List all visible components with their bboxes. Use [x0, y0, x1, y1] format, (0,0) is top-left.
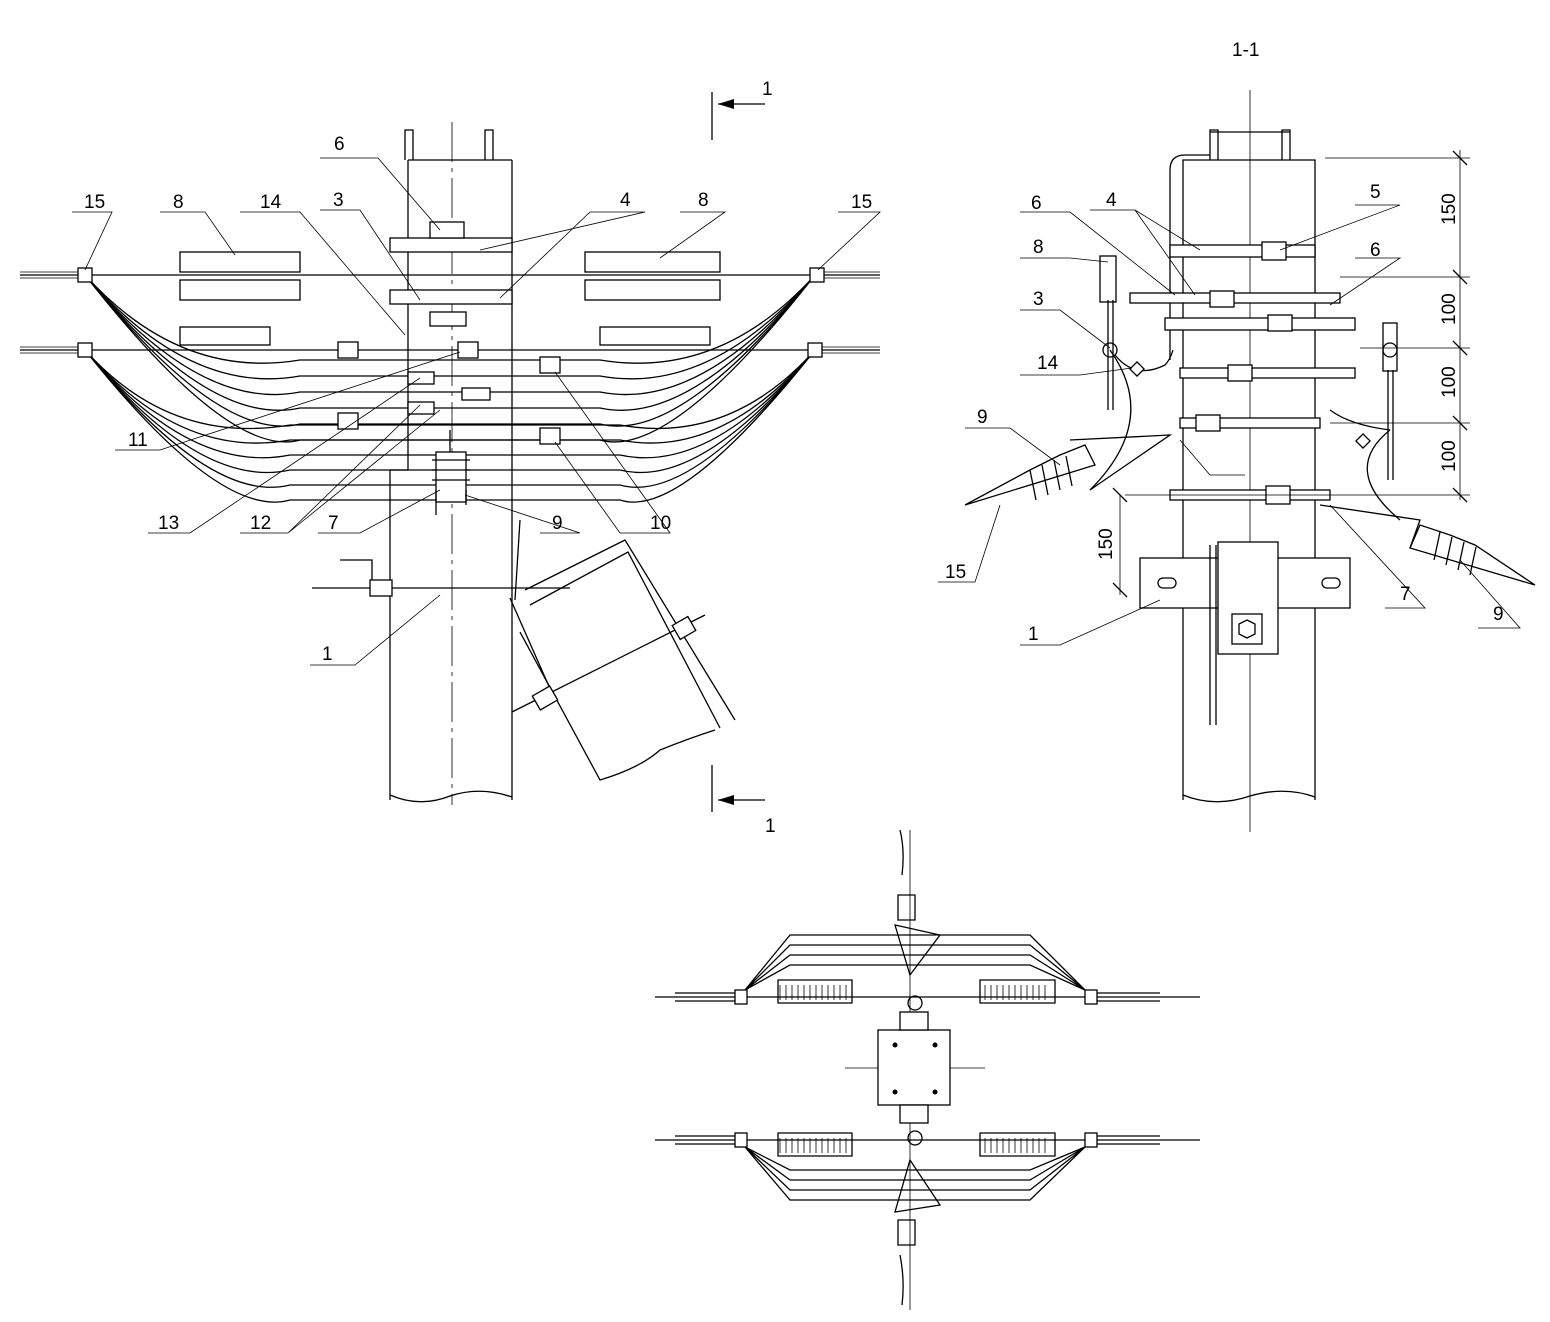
callout-8: 8 [1033, 237, 1044, 258]
dimension-100-2: 100 [1439, 366, 1460, 398]
callout-15: 15 [945, 562, 966, 583]
front-view: 1 1 [20, 79, 882, 837]
dimension-150-bottom: 150 [1096, 528, 1117, 560]
callout-15-left: 15 [84, 192, 105, 213]
callout-7: 7 [1400, 584, 1411, 605]
cable-bundle-upper [84, 274, 816, 427]
section-marks: 1 1 [711, 79, 776, 837]
section-mark-top: 1 [762, 79, 773, 100]
dimension-100-3: 100 [1439, 440, 1460, 472]
callout-9: 9 [552, 513, 563, 534]
callout-6-left: 6 [1031, 193, 1042, 214]
section-insulators-9 [964, 434, 1536, 586]
section-bands [1129, 241, 1356, 505]
callout-13: 13 [158, 513, 179, 534]
bracket-1 [312, 519, 570, 701]
dimension-100-1: 100 [1439, 293, 1460, 325]
section-view: 1-1 [938, 40, 1536, 832]
cable-bundle-lower [84, 349, 816, 474]
cable-bundle-upper [84, 274, 816, 396]
callout-1: 1 [1028, 624, 1039, 645]
callout-14: 14 [260, 192, 282, 213]
plan-view [655, 829, 1200, 1310]
section-callouts: 4 5 6 8 6 3 14 9 15 1 7 9 [945, 182, 1504, 645]
section-mark-bottom: 1 [765, 816, 776, 837]
callout-10: 10 [650, 513, 671, 534]
callout-5: 5 [1370, 182, 1381, 203]
front-callouts: 6 15 8 14 3 4 8 15 11 13 12 7 9 10 1 [84, 134, 872, 665]
front-leaders [72, 157, 882, 666]
cable-bundle-upper [84, 274, 816, 411]
section-title: 1-1 [1232, 40, 1259, 61]
section-leaders [938, 204, 1521, 646]
cable-bundle-upper [84, 274, 816, 364]
callout-8-right: 8 [698, 190, 709, 211]
callout-3: 3 [333, 190, 344, 211]
callout-4: 4 [620, 190, 631, 211]
callout-6-right: 6 [1370, 240, 1381, 261]
callout-1: 1 [322, 644, 333, 665]
section-pole [1169, 90, 1316, 832]
callout-9-right: 9 [1493, 604, 1504, 625]
bracket-device [511, 539, 736, 781]
callout-12: 12 [250, 513, 271, 534]
cable-bundle-lower [84, 349, 816, 430]
callout-8-left: 8 [173, 192, 184, 213]
callout-14: 14 [1037, 353, 1059, 374]
cable-bundle-upper [84, 274, 816, 380]
callout-11: 11 [128, 430, 148, 451]
messenger-wires [20, 271, 880, 354]
section-hooks [1089, 255, 1401, 521]
section-bracket [1139, 541, 1351, 725]
insulators-8 [179, 251, 721, 346]
plan-ticks [779, 985, 1046, 1153]
callout-6: 6 [334, 134, 345, 155]
callout-7: 7 [328, 513, 339, 534]
callout-4: 4 [1106, 190, 1117, 211]
dimension-150-top: 150 [1439, 193, 1460, 225]
callout-15-right: 15 [851, 192, 872, 213]
suspension-clamp-9 [432, 430, 470, 515]
cable-bundle-lower [84, 349, 816, 444]
clamps [77, 221, 825, 445]
section-dimensions: 150 100 100 100 150 [1096, 150, 1470, 598]
callout-3: 3 [1033, 289, 1044, 310]
callout-9-left: 9 [977, 407, 988, 428]
